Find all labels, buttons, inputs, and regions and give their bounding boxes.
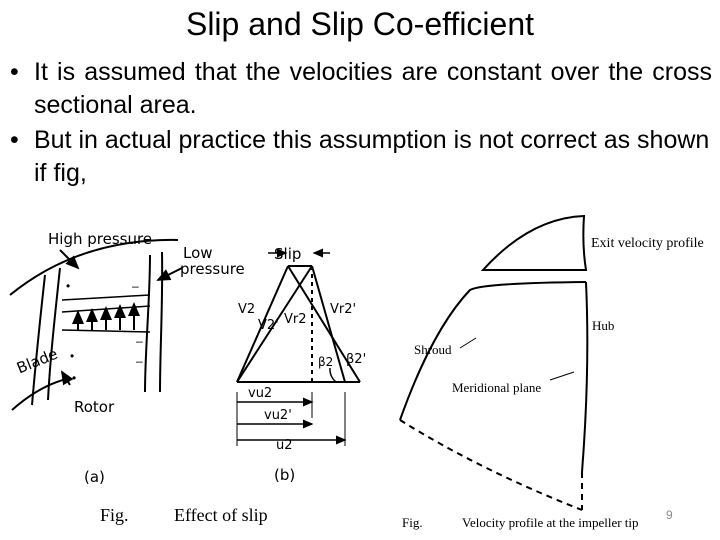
vr2-line [287,265,361,383]
svg-text:•: • [66,279,70,293]
blade-left-line [31,274,46,406]
exit-velocity-profile-label: Exit velocity profile [591,236,704,251]
low-pressure-label: Low [183,244,213,262]
meridional-leader [549,371,575,381]
bullet-dot-icon: • [10,126,19,154]
blade-right-line [144,254,151,393]
svg-text:•: • [70,349,74,363]
low-pressure-label: pressure [180,260,245,278]
figure-caption-label: Fig. [100,505,129,525]
bullet-dot-icon: • [10,58,19,86]
blade-passage-diagram [9,238,179,411]
svg-text:–: – [136,354,143,368]
meridional-plane-label: Meridional plane [452,380,542,395]
beta-arc [329,367,337,383]
rotor-arrow [60,370,74,386]
figure-caption-text: Velocity profile at the impeller tip [462,515,639,530]
slide-title: Slip and Slip Co-efficient [185,6,535,42]
blade-right-inner-line [159,251,164,393]
vu2-label: vu2 [248,386,273,401]
figure-caption-label: Fig. [402,515,423,530]
vr2-label: Vr2 [284,312,307,327]
rotor-arc-line [11,377,71,411]
bullet-item: • It is assumed that the velocities are … [6,56,712,122]
hub-label: Hub [592,318,615,333]
u2-label: u2 [276,438,293,453]
bullet-text: But in actual practice this assumption i… [34,126,710,187]
hub-line [581,281,589,473]
bullet-list: • It is assumed that the velocities are … [6,56,712,192]
shroud-line [399,281,587,421]
figure-caption-text: Effect of slip [174,505,268,525]
impeller-profile-diagram [399,214,589,511]
outer-arc-line [9,238,179,296]
sub-figure-b-label: (b) [274,466,296,484]
sub-figure-a-label: (a) [84,468,105,486]
svg-text:–: – [132,279,139,293]
v2-prime-label: V2' [258,318,279,333]
bullet-item: • But in actual practice this assumption… [6,124,712,190]
profile-base-line [61,294,151,301]
vr2-prime-line [311,265,346,383]
beta2-label: β2 [318,355,334,369]
page-number: 9 [666,508,673,522]
beta2-prime-label: β2' [346,352,367,367]
leader-lines [459,337,575,381]
high-pressure-label: High pressure [48,230,153,248]
svg-text:•: • [72,371,76,385]
vu2-prime-label: vu2' [264,408,292,423]
profile-bottom-line [61,329,151,333]
shroud-leader [459,337,477,349]
v2-prime-line [236,265,289,383]
exit-dashed-line [399,419,583,511]
low-pressure-arrow [156,267,183,281]
pressure-arrows [59,249,183,386]
shroud-label: Shroud [414,342,452,357]
velocity-triangle [236,248,361,446]
exit-velocity-profile [480,214,588,271]
rotor-label: Rotor [74,398,115,416]
slip-label: Slip [274,245,302,263]
high-pressure-arrow [59,249,80,270]
vr2-prime-label: Vr2' [330,302,357,317]
bullet-text: It is assumed that the velocities are co… [34,58,712,119]
blade-left-inner-line [47,267,61,401]
v2-label: V2 [238,302,256,317]
pressure-marks: • • • – – – [66,279,143,385]
svg-text:–: – [136,334,143,348]
